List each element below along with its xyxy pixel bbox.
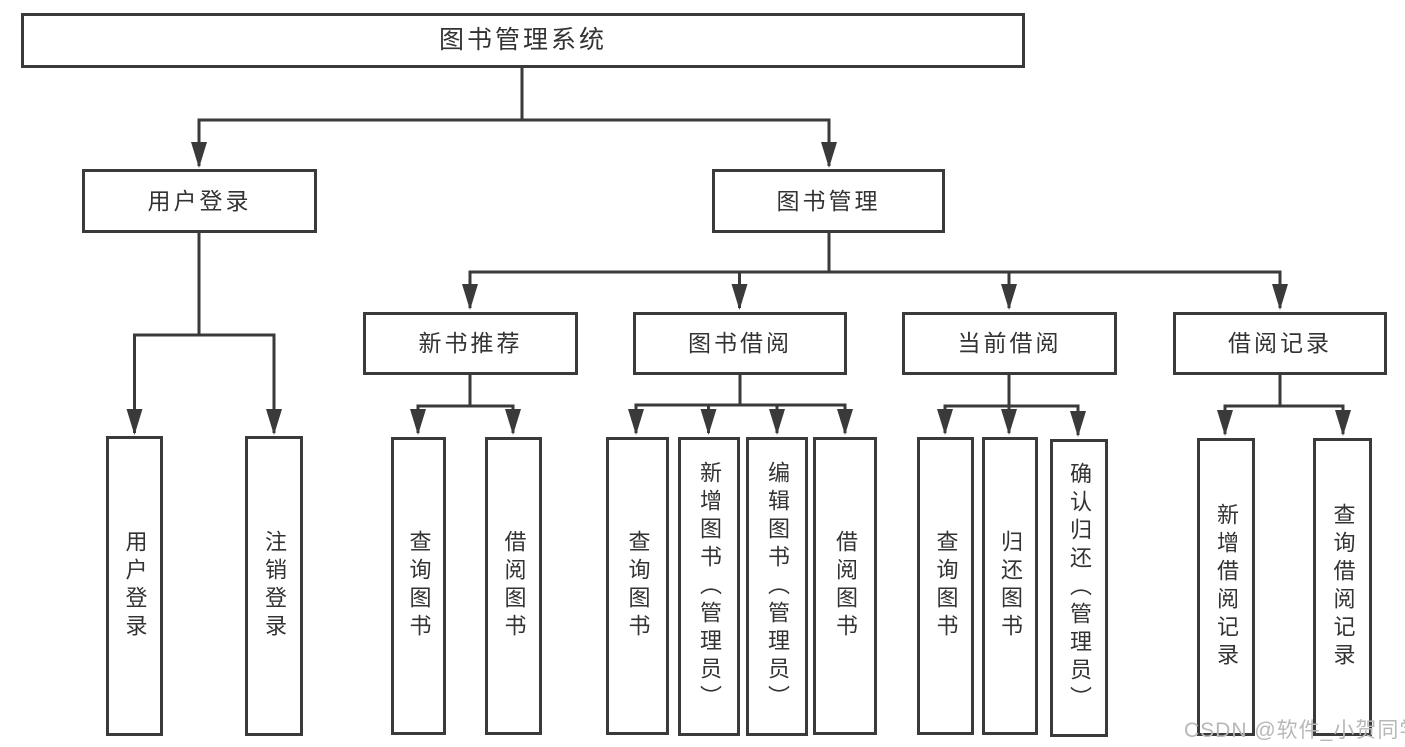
node-root-system: 图书管理系统 (21, 13, 1025, 68)
leaf-logout: 注销登录 (245, 436, 303, 736)
node-book-management: 图书管理 (712, 169, 945, 233)
leaf-add-borrow-record: 新增借阅记录 (1197, 438, 1255, 736)
node-borrowing-records: 借阅记录 (1173, 312, 1387, 375)
node-book-borrowing: 图书借阅 (633, 312, 847, 375)
leaf-user-login: 用户登录 (106, 436, 163, 736)
leaf-confirm-return-admin: 确认归还（管理员） (1050, 439, 1108, 737)
node-current-borrowing: 当前借阅 (902, 312, 1117, 375)
leaf-query-books-borrow: 查询图书 (606, 437, 669, 735)
leaf-borrow-books: 借阅图书 (813, 437, 877, 735)
connector-group (126, 66, 1351, 437)
watermark: CSDN @软件_小贺同学 (1184, 719, 1405, 742)
leaf-add-books-admin: 新增图书（管理员） (678, 437, 740, 736)
leaf-query-books-current: 查询图书 (917, 437, 974, 735)
leaf-edit-books-admin: 编辑图书（管理员） (746, 437, 808, 736)
leaf-borrow-books-recommend: 借阅图书 (485, 437, 542, 735)
node-user-login: 用户登录 (82, 169, 317, 233)
leaf-query-borrow-record: 查询借阅记录 (1313, 438, 1372, 736)
leaf-return-books: 归还图书 (982, 437, 1038, 735)
leaf-query-books-recommend: 查询图书 (391, 437, 446, 735)
node-new-book-recommend: 新书推荐 (363, 312, 578, 375)
